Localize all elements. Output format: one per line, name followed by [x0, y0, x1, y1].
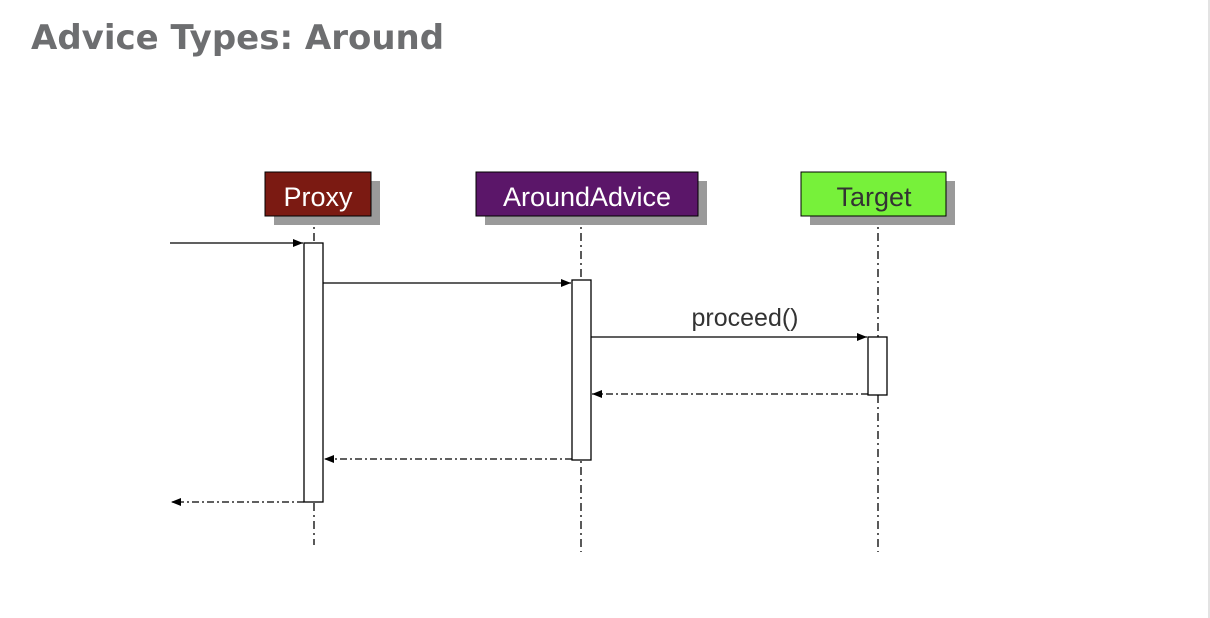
participant-target: Target — [800, 171, 955, 225]
participant-label-proxy: Proxy — [283, 182, 353, 212]
proceed-message-label: proceed() — [692, 304, 799, 332]
right-edge-rule — [1208, 0, 1210, 618]
participant-aroundadvice: AroundAdvice — [475, 171, 707, 225]
participant-label-aroundadvice: AroundAdvice — [503, 182, 671, 212]
aroundadvice-activation-bar — [571, 279, 592, 461]
proxy-activation-bar — [303, 242, 324, 503]
target-activation-bar — [867, 336, 888, 396]
page-title: Advice Types: Around — [31, 18, 445, 58]
participant-proxy: Proxy — [264, 171, 380, 225]
participant-label-target: Target — [836, 182, 912, 212]
